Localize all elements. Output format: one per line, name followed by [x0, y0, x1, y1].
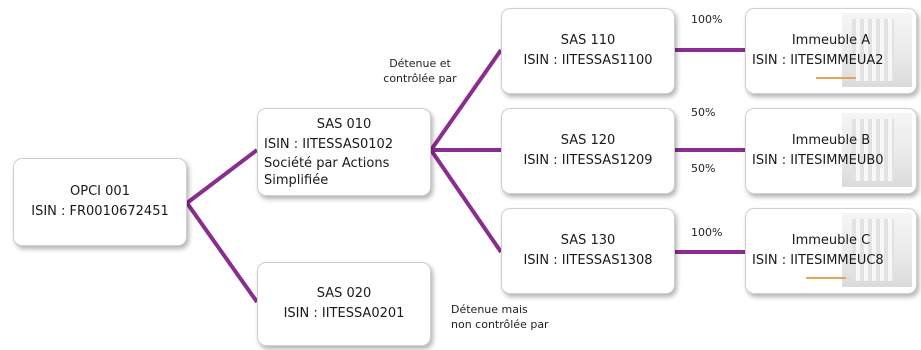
decorative-mark: [806, 277, 846, 279]
connector-opci-sas020: [185, 201, 259, 304]
entity-isin: ISIN : IITESSAS1209: [523, 153, 653, 168]
entity-sas120: SAS 120 ISIN : IITESSAS1209: [501, 108, 675, 194]
entity-isin: ISIN : IITESSA0201: [283, 306, 405, 321]
entity-name: OPCI 001: [70, 184, 130, 199]
entity-immeuble-a: Immeuble A ISIN : IITESIMMEUA2: [745, 8, 917, 94]
entity-isin: ISIN : IITESSAS1100: [523, 53, 653, 68]
connector-opci-sas010: [185, 148, 259, 205]
label-line: Détenue et: [389, 57, 451, 70]
building-image: [842, 113, 912, 187]
entity-opci001: OPCI 001 ISIN : FR0010672451: [13, 158, 187, 246]
entity-name: SAS 110: [560, 33, 616, 48]
entity-isin: ISIN : IITESSAS1308: [523, 253, 653, 268]
entity-name: SAS 020: [316, 286, 372, 301]
entity-isin: ISIN : FR0010672451: [31, 204, 169, 219]
entity-name: Immeuble B: [791, 133, 871, 148]
entity-name: SAS 130: [560, 233, 616, 248]
building-image: [842, 13, 912, 87]
entity-name: SAS 120: [560, 133, 616, 148]
entity-immeuble-b: Immeuble B ISIN : IITESIMMEUB0: [745, 108, 917, 194]
pct-immeuble-b-top: 50%: [691, 106, 716, 119]
entity-isin: ISIN : IITESIMMEUC8: [752, 253, 884, 268]
label-held-controlled: Détenue et contrôlée par: [378, 56, 462, 86]
entity-sas010: SAS 010 ISIN : IITESSAS0102 Société par …: [257, 108, 431, 196]
entity-immeuble-c: Immeuble C ISIN : IITESIMMEUC8: [745, 208, 917, 294]
label-line: non contrôlée par: [451, 318, 549, 331]
label-held-not-controlled: Détenue mais non contrôlée par: [451, 302, 571, 332]
label-line: contrôlée par: [383, 72, 457, 85]
entity-sas110: SAS 110 ISIN : IITESSAS1100: [501, 8, 675, 94]
pct-immeuble-c: 100%: [691, 226, 723, 239]
entity-sas130: SAS 130 ISIN : IITESSAS1308: [501, 208, 675, 294]
entity-isin: ISIN : IITESIMMEUA2: [752, 53, 884, 68]
entity-name: SAS 010: [316, 117, 372, 132]
entity-name: Immeuble A: [791, 33, 871, 48]
pct-immeuble-b-bottom: 50%: [691, 162, 716, 175]
connector-sas010-sas130: [429, 148, 503, 254]
entity-isin: ISIN : IITESIMMEUB0: [752, 153, 884, 168]
decorative-mark: [816, 77, 856, 79]
entity-legal-form-cont: Simplifiée: [264, 173, 329, 188]
entity-legal-form: Société par Actions: [264, 156, 390, 171]
entity-sas020: SAS 020 ISIN : IITESSA0201: [257, 262, 431, 346]
label-line: Détenue mais: [451, 303, 528, 316]
connector-sas010-sas110: [429, 48, 503, 152]
entity-isin: ISIN : IITESSAS0102: [264, 137, 394, 152]
entity-name: Immeuble C: [791, 233, 871, 248]
pct-immeuble-a: 100%: [691, 13, 723, 26]
building-image: [842, 213, 912, 287]
